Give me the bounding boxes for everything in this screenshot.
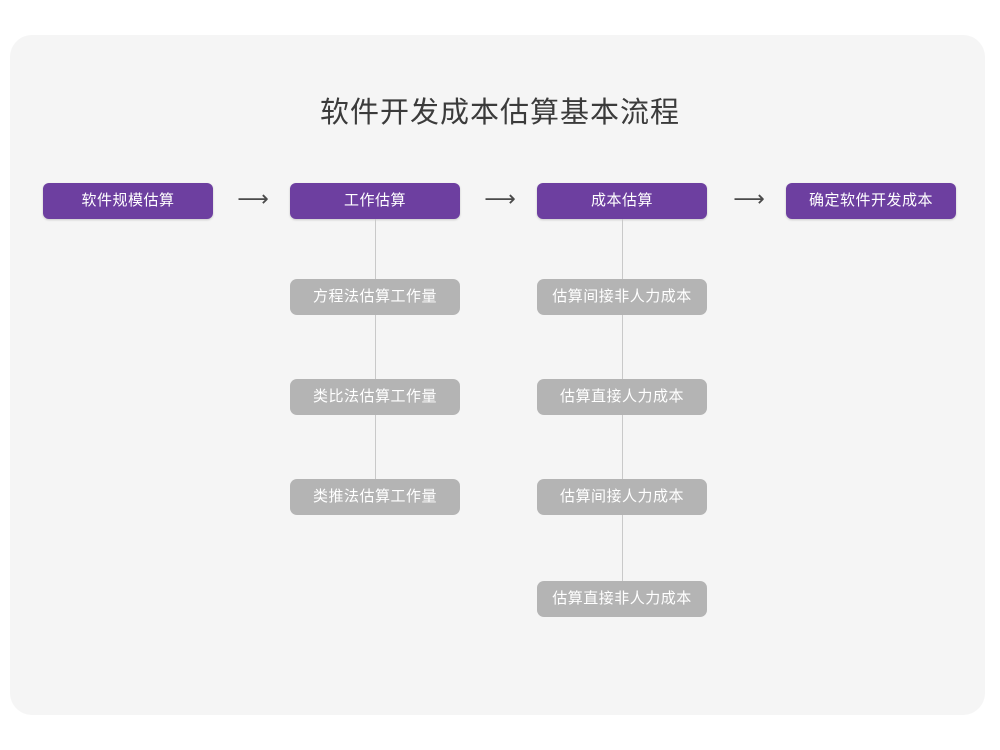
arrow-icon-stage-1-to-2: ⟶: [484, 187, 516, 212]
stage-box-software-scale-estimation[interactable]: 软件规模估算: [43, 183, 213, 219]
page-title: 软件开发成本估算基本流程: [319, 97, 680, 129]
arrow-icon-stage-0-to-1: ⟶: [237, 187, 269, 212]
substep-box-analogy-method[interactable]: 类比法估算工作量: [290, 379, 460, 415]
stage-box-determine-development-cost[interactable]: 确定软件开发成本: [786, 183, 956, 219]
substep-box-indirect-nonlabor-cost[interactable]: 估算间接非人力成本: [537, 279, 707, 315]
arrow-icon-stage-2-to-3: ⟶: [733, 187, 765, 212]
substep-box-equation-method[interactable]: 方程法估算工作量: [290, 279, 460, 315]
substep-box-inference-method[interactable]: 类推法估算工作量: [290, 479, 460, 515]
stage-box-work-estimation[interactable]: 工作估算: [290, 183, 460, 219]
stage-box-cost-estimation[interactable]: 成本估算: [537, 183, 707, 219]
connector-line-work-column: [375, 219, 376, 489]
diagram-card: [10, 35, 985, 715]
substep-box-indirect-labor-cost[interactable]: 估算间接人力成本: [537, 479, 707, 515]
substep-box-direct-nonlabor-cost[interactable]: 估算直接非人力成本: [537, 581, 707, 617]
substep-box-direct-labor-cost[interactable]: 估算直接人力成本: [537, 379, 707, 415]
